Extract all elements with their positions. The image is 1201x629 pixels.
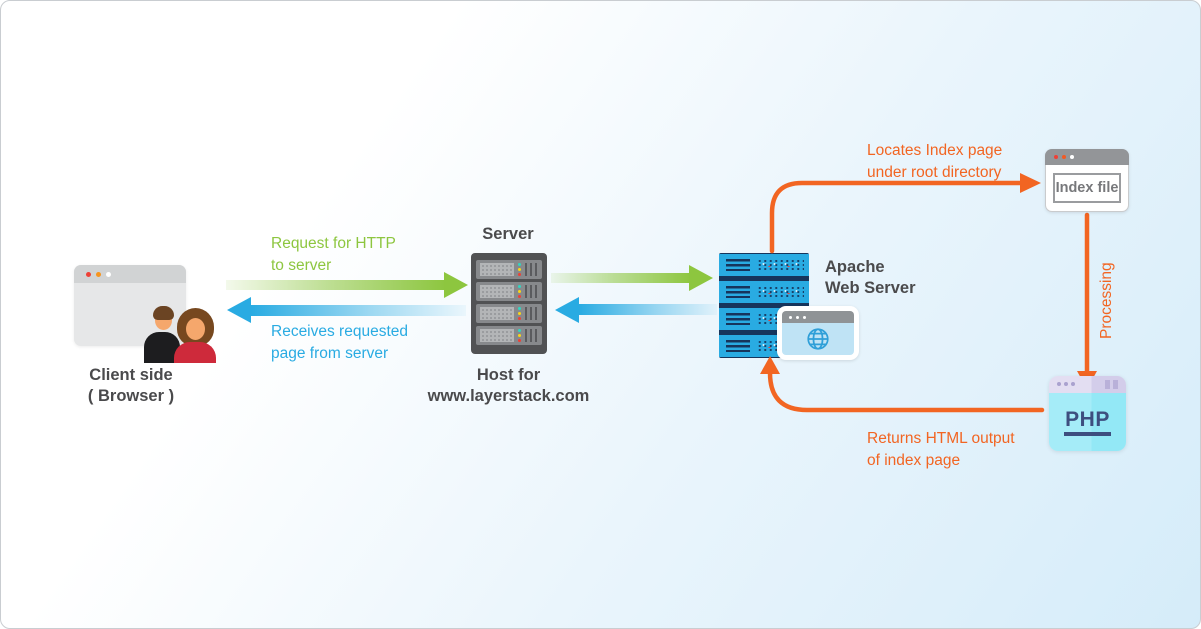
server-host-line2: www.layerstack.com xyxy=(427,387,590,405)
returns-arrow-head-icon xyxy=(760,356,780,374)
php-tab-icon xyxy=(1113,380,1118,389)
client-label: Client side ( Browser ) xyxy=(61,365,201,407)
overlay-titlebar xyxy=(782,311,854,323)
server-title: Server xyxy=(482,225,534,243)
request-arrow-head-icon xyxy=(444,272,468,298)
php-label: PHP xyxy=(1064,409,1111,436)
returns-line2: of index page xyxy=(867,452,961,469)
server-rack-icon xyxy=(471,253,547,354)
locate-flow-label: Locates Index page under root directory xyxy=(867,140,1002,184)
returns-path xyxy=(767,369,1045,413)
browser-titlebar xyxy=(74,265,186,283)
forward-arrow-head-icon xyxy=(689,265,713,291)
window-dot-orange-icon xyxy=(96,272,101,277)
locate-line2: under root directory xyxy=(867,164,1002,181)
user-female-face-icon xyxy=(186,318,205,340)
browser-window-icon xyxy=(74,265,186,346)
php-tab-icon xyxy=(1105,380,1110,389)
index-file-icon: Index file xyxy=(1045,149,1129,212)
globe-icon xyxy=(807,328,829,350)
apache-label-line1: Apache xyxy=(825,258,885,276)
php-titlebar xyxy=(1049,376,1126,393)
locate-line1: Locates Index page xyxy=(867,142,1003,159)
receive-arrow-head-icon xyxy=(227,297,251,323)
client-label-line2: ( Browser ) xyxy=(87,387,175,405)
window-dot-red-icon xyxy=(86,272,91,277)
locate-arrow-head-icon xyxy=(1020,173,1041,193)
apache-unit xyxy=(719,281,809,303)
php-icon: PHP xyxy=(1049,376,1126,451)
index-file-titlebar xyxy=(1045,149,1129,165)
rack-unit xyxy=(476,304,542,323)
rack-unit xyxy=(476,260,542,279)
back-arrow-shaft xyxy=(579,304,717,315)
apache-label-line2: Web Server xyxy=(825,279,916,297)
apache-unit xyxy=(719,254,809,276)
request-line2: to server xyxy=(271,257,332,274)
request-line1: Request for HTTP xyxy=(271,235,396,252)
server-host-line1: Host for xyxy=(476,366,541,384)
receive-flow-label: Receives requested page from server xyxy=(271,321,408,365)
client-label-line1: Client side xyxy=(89,366,173,384)
apache-label: Apache Web Server xyxy=(825,257,955,299)
returns-flow-label: Returns HTML output of index page xyxy=(867,428,1015,472)
index-file-label: Index file xyxy=(1053,173,1121,203)
web-browser-overlay-icon xyxy=(777,306,859,360)
user-male-hair-icon xyxy=(153,306,174,320)
window-dot-white-icon xyxy=(106,272,111,277)
back-arrow-head-icon xyxy=(555,297,579,323)
receive-arrow-shaft xyxy=(251,305,466,316)
rack-unit xyxy=(476,282,542,301)
processing-flow-label: Processing xyxy=(1098,262,1115,339)
rack-unit xyxy=(476,326,542,345)
server-host-label: Host for www.layerstack.com xyxy=(421,365,596,407)
request-flow-label: Request for HTTP to server xyxy=(271,233,396,277)
returns-line1: Returns HTML output xyxy=(867,430,1015,447)
forward-arrow-shaft xyxy=(551,273,691,283)
user-female-body-icon xyxy=(174,342,216,363)
locate-path xyxy=(769,180,1024,254)
request-arrow-shaft xyxy=(226,280,446,290)
receive-line1: Receives requested xyxy=(271,323,408,340)
receive-line2: page from server xyxy=(271,345,389,362)
